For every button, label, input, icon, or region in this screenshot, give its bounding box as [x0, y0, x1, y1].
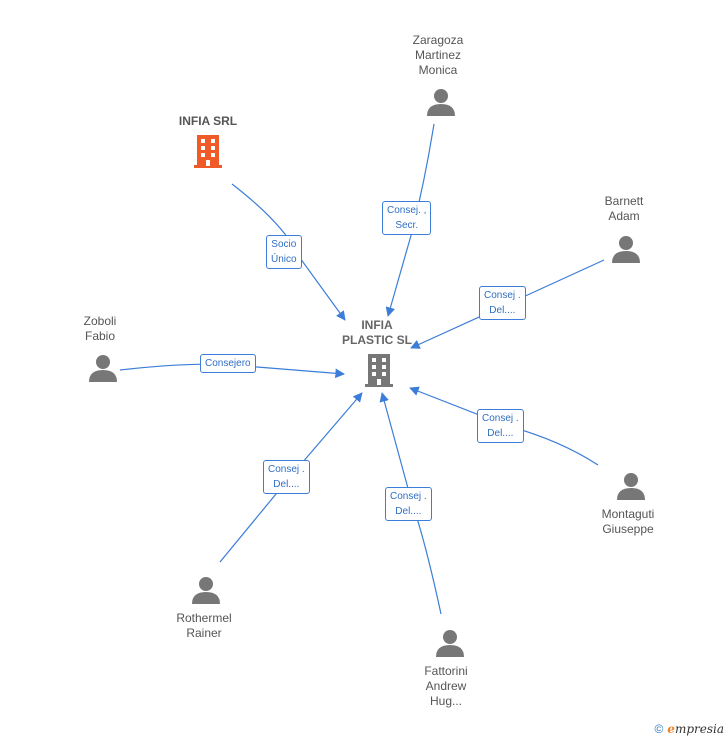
brand-name: mpresia [674, 722, 724, 736]
edge-label-montaguti[interactable]: Consej . Del.... [477, 409, 524, 443]
node-label-barnett[interactable]: Barnett Adam [604, 194, 644, 223]
person-icon-zaragoza [427, 89, 455, 116]
building-icon-highlight [194, 135, 222, 168]
edge-label-zaragoza[interactable]: Consej. , Secr. [382, 201, 432, 235]
edge-label-zoboli[interactable]: Consejero [200, 354, 256, 373]
brand-initial: e [667, 722, 675, 736]
person-icon-fattorini [436, 630, 464, 657]
edge-label-barnett[interactable]: Consej . Del.... [479, 286, 526, 320]
footer-brand[interactable]: © empresia [654, 722, 724, 736]
node-label-zoboli[interactable]: Zoboli Fabio [83, 314, 117, 343]
node-label-rothermel[interactable]: Rothermel Rainer [176, 611, 232, 640]
edge-label-fattorini[interactable]: Consej . Del.... [385, 487, 432, 521]
person-icon-barnett [612, 236, 640, 263]
person-icon-rothermel [192, 577, 220, 604]
node-label-infia-srl[interactable]: INFIA SRL [178, 114, 238, 128]
node-label-infia-plastic[interactable]: INFIA PLASTIC SL [341, 318, 412, 347]
brand-logo: empresia [667, 722, 724, 736]
person-icon-zoboli [89, 355, 117, 382]
copyright-icon: © [654, 722, 664, 736]
node-label-fattorini[interactable]: Fattorini Andrew Hug... [424, 664, 468, 708]
node-label-zaragoza[interactable]: Zaragoza Martinez Monica [412, 33, 464, 77]
edge-label-rothermel[interactable]: Consej . Del.... [263, 460, 310, 494]
edges [119, 123, 605, 615]
building-icon-main [365, 354, 393, 387]
node-label-montaguti[interactable]: Montaguti Giuseppe [601, 507, 655, 536]
person-icon-montaguti [617, 473, 645, 500]
edge-label-infia-srl[interactable]: Socio Único [266, 235, 302, 269]
